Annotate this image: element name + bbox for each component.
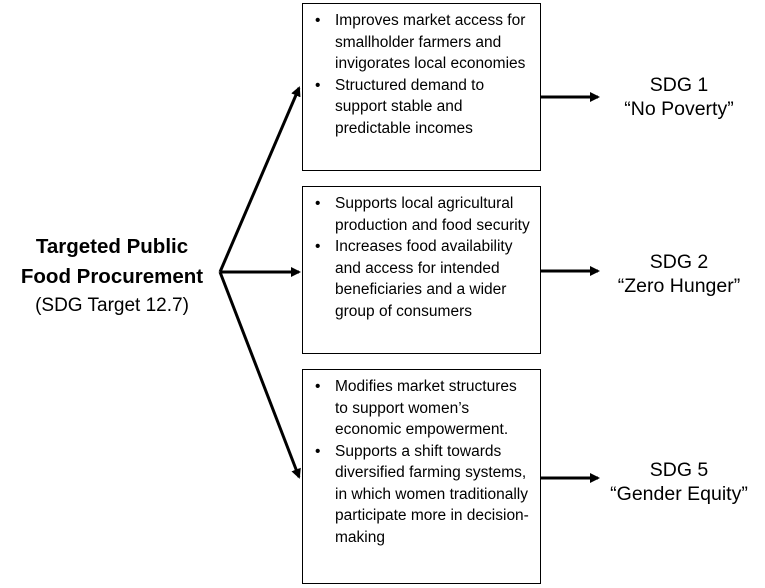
sdg-number: SDG 2 (649, 251, 709, 273)
impact-box-1: • Improves market access for smallholder … (302, 3, 541, 171)
bullet-icon: • (315, 442, 321, 460)
bullet-icon: • (315, 76, 321, 94)
sdg-1-label: SDG 1 “No Poverty” (604, 73, 754, 121)
bullet-text: Supports a shift towards diversified far… (335, 442, 529, 546)
list-item: • Improves market access for smallholder … (311, 10, 532, 75)
list-item: • Increases food availability and access … (311, 236, 532, 322)
bullet-list: • Modifies market structures to support w… (311, 376, 532, 548)
list-item: • Structured demand to support stable and… (311, 75, 532, 140)
sdg-name: “Gender Equity” (610, 483, 748, 505)
bullet-text: Supports local agricultural production a… (335, 195, 530, 234)
sdg-name: “No Poverty” (624, 98, 734, 120)
impact-box-2: • Supports local agricultural production … (302, 186, 541, 354)
bullet-text: Structured demand to support stable and … (335, 76, 485, 137)
bullet-icon: • (315, 12, 321, 29)
sdg-2-label: SDG 2 “Zero Hunger” (604, 250, 754, 298)
source-title-line-2: Food Procurement (20, 265, 204, 288)
sdg-number: SDG 5 (649, 459, 709, 481)
list-item: • Supports local agricultural production … (311, 193, 532, 236)
bullet-text: Modifies market structures to support wo… (335, 378, 517, 438)
sdg-name: “Zero Hunger” (617, 275, 741, 297)
bullet-icon: • (315, 195, 321, 212)
bullet-text: Improves market access for smallholder f… (335, 12, 526, 72)
source-target: (SDG Target 12.7) (35, 295, 189, 316)
arrow-to-box-1 (218, 86, 301, 273)
list-item: • Supports a shift towards diversified fa… (311, 441, 532, 549)
sdg-number: SDG 1 (649, 74, 709, 96)
bullet-icon: • (315, 238, 321, 255)
source-node: Targeted Public Food Procurement (SDG Ta… (6, 232, 218, 320)
bullet-list: • Improves market access for smallholder … (311, 10, 532, 139)
list-item: • Modifies market structures to support w… (311, 376, 532, 441)
bullet-text: Increases food availability and access f… (335, 238, 513, 320)
bullet-list: • Supports local agricultural production … (311, 193, 532, 322)
impact-box-3: • Modifies market structures to support w… (302, 369, 541, 584)
sdg-5-label: SDG 5 “Gender Equity” (604, 458, 754, 506)
arrow-to-box-3 (218, 271, 301, 479)
bullet-icon: • (315, 378, 321, 395)
source-title-line-1: Targeted Public (35, 235, 189, 258)
